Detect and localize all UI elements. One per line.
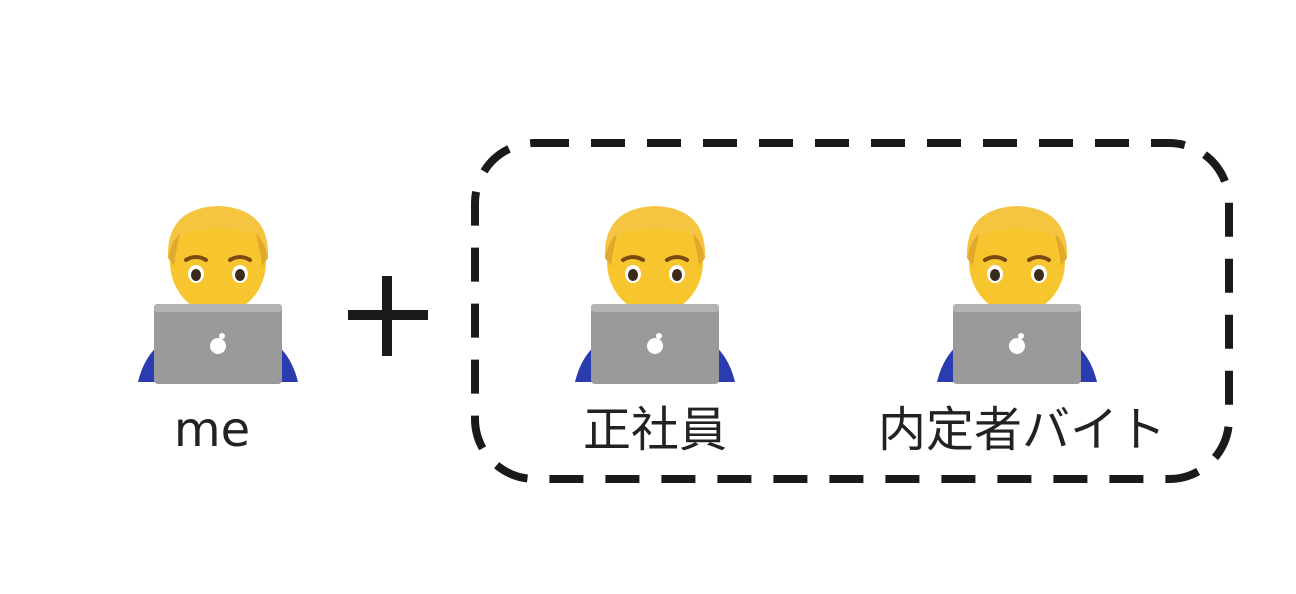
label-full-time: 正社員	[582, 402, 727, 458]
person-full-time	[565, 200, 745, 390]
label-me: me	[173, 402, 251, 458]
plus-operator	[348, 276, 428, 356]
person-intern	[927, 200, 1107, 390]
technologist-icon	[575, 206, 735, 384]
label-intern: 内定者バイト	[877, 402, 1166, 458]
technologist-icon	[937, 206, 1097, 384]
employee-group-box	[470, 138, 1234, 484]
technologist-icon	[138, 206, 298, 384]
person-me	[128, 200, 308, 390]
